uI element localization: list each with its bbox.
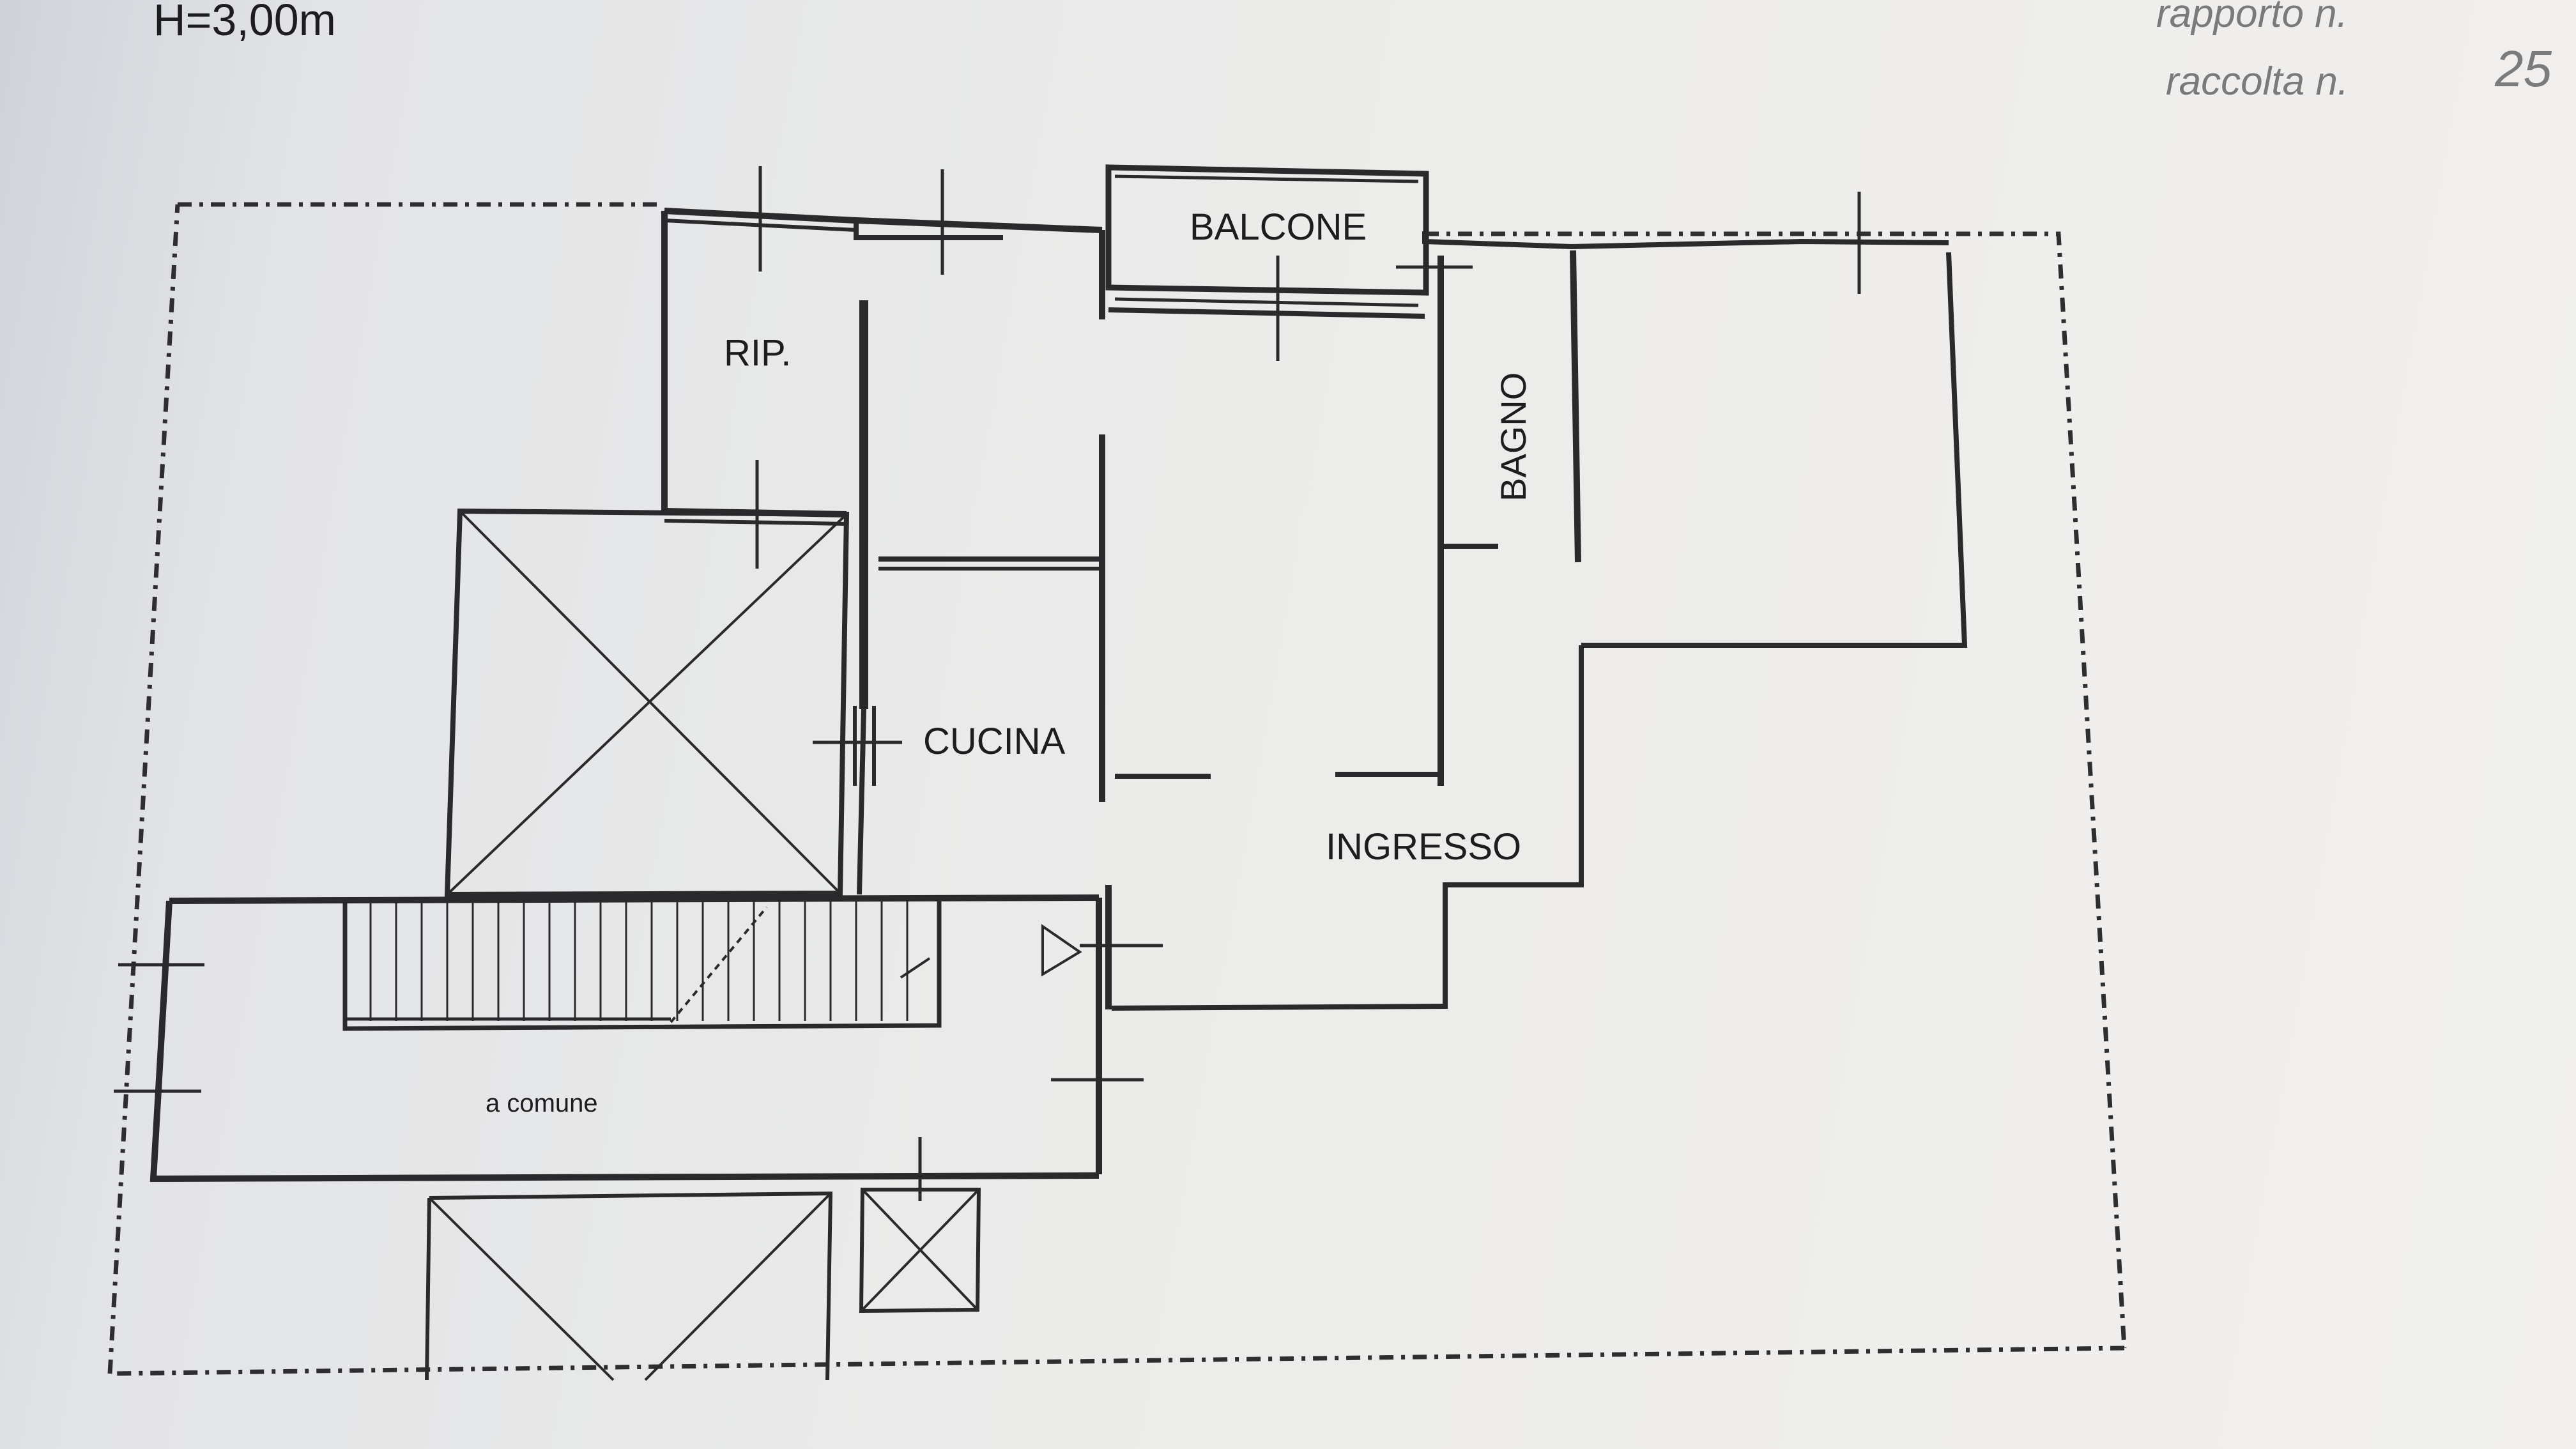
void-box-large [444, 508, 850, 898]
void-box-bottom-left [425, 1191, 833, 1381]
room-label-ingresso: INGRESSO [1326, 826, 1521, 868]
room-label-comune: a comune [486, 1089, 598, 1117]
stamp-line-1: rapporto n. [2156, 0, 2348, 36]
opening-marks [114, 166, 1861, 1201]
height-note: H=3,00m [153, 0, 336, 45]
void-box-bottom-small [859, 1188, 981, 1314]
room-label-bagno: BAGNO [1493, 372, 1533, 502]
room-label-balcone: BALCONE [1190, 206, 1367, 248]
stamp-line-2: raccolta n. [2166, 59, 2349, 103]
room-label-cucina: CUCINA [923, 721, 1066, 762]
staircase [342, 901, 942, 1031]
stamp: rapporto n. raccolta n. 25 [2156, 0, 2552, 103]
room-label-rip: RIP. [724, 332, 791, 374]
stamp-number: 25 [2494, 40, 2552, 97]
property-boundary [107, 202, 2127, 1376]
